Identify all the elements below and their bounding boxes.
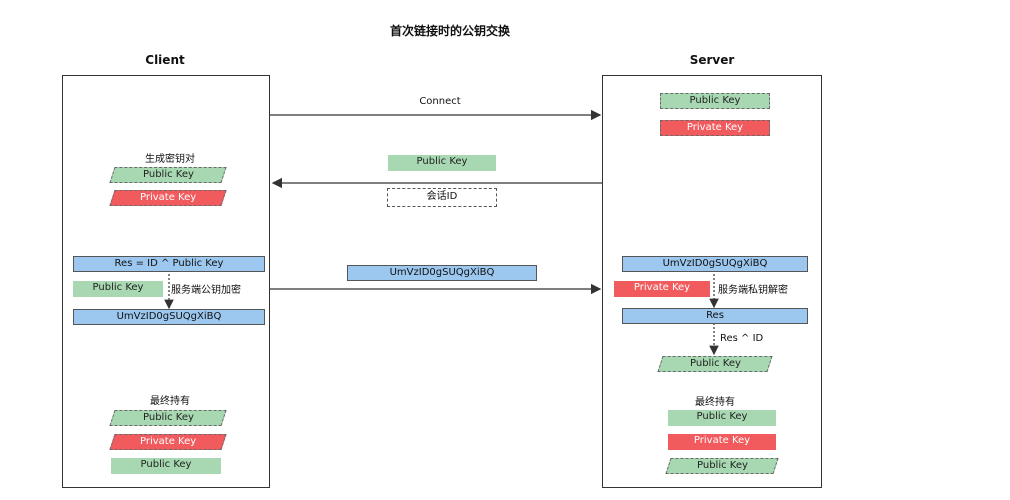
client-res-formula: Res = ID ^ Public Key	[73, 256, 265, 272]
client-server-public-key: Public Key	[73, 281, 163, 297]
client-final-public-key: Public Key	[109, 410, 227, 426]
server-final-private-key: Private Key	[668, 434, 776, 450]
client-final-label: 最终持有	[150, 396, 190, 407]
client-heading: Client	[145, 53, 185, 67]
client-generate-label: 生成密钥对	[145, 154, 195, 165]
server-heading: Server	[689, 53, 735, 67]
server-private-key: Private Key	[614, 281, 710, 297]
message-public-key: Public Key	[388, 155, 496, 171]
server-final-public-key: Public Key	[668, 410, 776, 426]
server-derived-public-key: Public Key	[657, 356, 773, 372]
server-res: Res	[622, 308, 808, 324]
message-encrypted-payload: UmVzID0gSUQgXiBQ	[347, 265, 537, 281]
server-own-private-key: Private Key	[660, 120, 770, 136]
connect-label: Connect	[419, 96, 461, 107]
server-decrypt-label: 服务端私钥解密	[718, 285, 788, 296]
client-encrypted-value: UmVzID0gSUQgXiBQ	[73, 309, 265, 325]
client-encrypt-label: 服务端公钥加密	[171, 285, 241, 296]
server-received-value: UmVzID0gSUQgXiBQ	[622, 256, 808, 272]
client-generated-public-key: Public Key	[109, 167, 227, 183]
session-id-box: 会话ID	[387, 188, 497, 207]
client-generated-private-key: Private Key	[109, 190, 227, 206]
server-xor-label: Res ^ ID	[720, 333, 764, 344]
client-final-server-public-key: Public Key	[111, 458, 221, 474]
diagram-title: 首次链接时的公钥交换	[389, 24, 510, 38]
server-final-label: 最终持有	[695, 397, 735, 408]
server-own-public-key: Public Key	[660, 93, 770, 109]
server-final-client-public-key: Public Key	[665, 458, 779, 474]
client-final-private-key: Private Key	[109, 434, 227, 450]
